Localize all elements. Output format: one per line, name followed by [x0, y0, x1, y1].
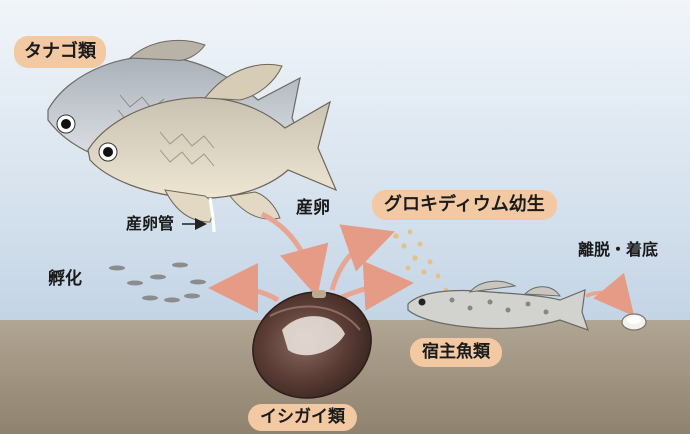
glochidia-arrow-right [338, 260, 414, 311]
glochidia-particles [393, 229, 449, 293]
label-ovipositor: 産卵管 [126, 214, 175, 233]
tanago-fish-front [87, 64, 338, 233]
glochidia-arrow-up [329, 224, 395, 291]
label-mussel: イシガイ類 [248, 404, 357, 431]
hatchlings [109, 262, 206, 303]
label-hatching: 孵化 [48, 269, 82, 289]
hatching-arrow [208, 263, 280, 314]
label-tanago: タナゴ類 [14, 36, 106, 68]
spawning-arrow [260, 211, 329, 298]
detach-arrow [585, 272, 635, 317]
label-detach: 離脱・着底 [578, 240, 659, 259]
juvenile-mussel [621, 313, 647, 331]
label-host-fish: 宿主魚類 [410, 338, 502, 367]
label-glochidium: グロキディウム幼生 [372, 190, 557, 220]
adult-mussel [252, 290, 372, 399]
label-spawning: 産卵 [296, 198, 330, 218]
host-fish [407, 280, 589, 331]
